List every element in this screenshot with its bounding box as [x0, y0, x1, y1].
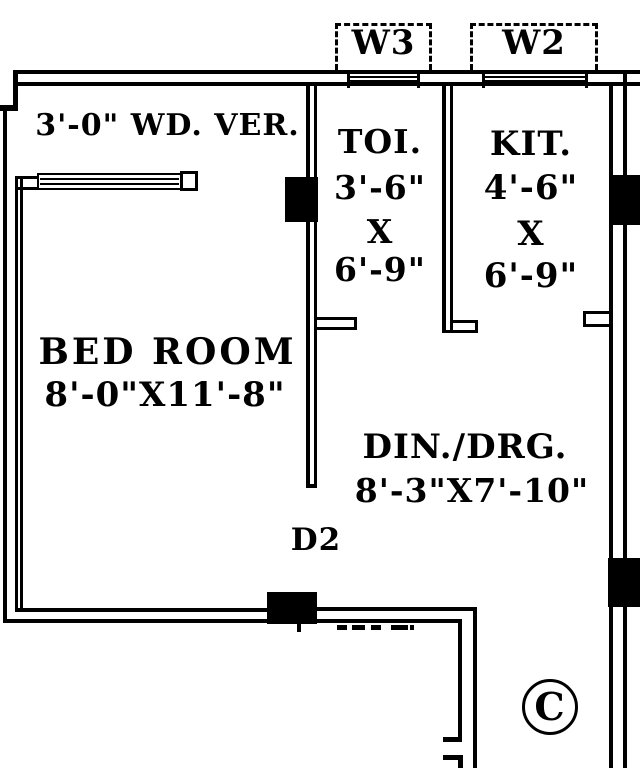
dining-dims: 8'-3"X7'-10": [354, 471, 590, 510]
column-block: [608, 558, 640, 607]
wall-right-stub: [583, 324, 609, 327]
wall-toi-kit-divider: [442, 86, 446, 333]
verandah-railing-line: [40, 183, 179, 185]
kitchen-width: 4'-6": [483, 168, 579, 208]
toilet-width: 3'-6": [334, 168, 426, 207]
kitchen-by: X: [517, 214, 545, 254]
dining-name: DIN./DRG.: [362, 427, 568, 467]
wall-passage-inner: [458, 623, 462, 737]
wall-bottom-inner: [317, 607, 477, 611]
window-w2-glass: [482, 75, 588, 78]
wall-right-inner: [609, 83, 613, 768]
clipped-text-dash: [410, 625, 414, 630]
wall-passage-stub: [443, 737, 462, 742]
wall-top-inner: [18, 82, 640, 86]
wall-bedroom-left: [15, 176, 18, 612]
window-w3-label: W3: [351, 23, 416, 63]
wall-bottom-inner: [15, 608, 267, 612]
verandah-railing: [37, 173, 182, 190]
toilet-name: TOI.: [337, 122, 423, 161]
window-w2-jamb: [585, 70, 588, 88]
window-w3-glass: [347, 75, 420, 78]
column-block: [285, 177, 318, 222]
window-w2-label: W2: [502, 23, 566, 63]
wall-passage-outer: [473, 607, 477, 768]
wall-kitchen-stub: [445, 330, 478, 333]
clipped-text-dash: [371, 625, 381, 630]
wall-bedroom-left: [20, 176, 23, 612]
wall-left-corner: [13, 70, 18, 108]
toilet-by: X: [366, 212, 394, 251]
wall-toilet-stub: [317, 327, 357, 330]
wall-top-outer: [13, 70, 640, 74]
verandah-railing-post: [180, 171, 198, 191]
wall-passage-inner: [458, 755, 463, 768]
wall-toilet-stub-cap: [354, 317, 357, 330]
wall-bottom-outer: [317, 619, 462, 623]
door-d2-label: D2: [290, 522, 342, 558]
wall-bottom-outer: [3, 619, 267, 623]
wall-central: [313, 86, 317, 488]
wall-kitchen-stub-cap: [475, 320, 478, 333]
wall-right-outer: [623, 70, 627, 768]
railing-stub: [15, 187, 39, 190]
clipped-text-dash: [391, 625, 408, 630]
section-marker-circle: C: [522, 679, 578, 735]
railing-stub: [15, 176, 39, 179]
column-block: [267, 592, 317, 624]
wall-toi-kit-divider: [449, 86, 453, 333]
wall-right-stub-cap: [583, 311, 586, 327]
verandah-railing-line: [40, 178, 179, 180]
wall-right-stub: [583, 311, 609, 314]
kitchen-name: KIT.: [489, 124, 573, 164]
clipped-text-dash: [337, 625, 347, 630]
wall-tick: [297, 624, 301, 632]
wall-toilet-stub: [317, 317, 357, 320]
window-w3-jamb: [417, 70, 420, 88]
wall-central-endcap: [306, 484, 317, 488]
window-w2-jamb: [482, 70, 485, 88]
section-marker-label: C: [534, 684, 566, 730]
bedroom-name: BED ROOM: [38, 331, 297, 373]
verandah-label: 3'-0" WD. VER.: [35, 108, 300, 143]
window-w3-jamb: [347, 70, 350, 88]
kitchen-length: 6'-9": [483, 256, 579, 296]
window-w2-glass: [482, 79, 588, 82]
wall-passage-stub: [443, 755, 463, 760]
window-w2-tag-box: [470, 23, 598, 70]
window-w3-glass: [347, 79, 420, 82]
wall-central: [306, 86, 310, 488]
column-block: [610, 175, 640, 225]
toilet-length: 6'-9": [334, 250, 426, 289]
wall-kitchen-stub: [453, 320, 478, 323]
window-w3-tag-box: [335, 23, 432, 70]
wall-left-outer: [3, 105, 7, 623]
clipped-text-dash: [352, 625, 365, 630]
wall-left-jog: [0, 105, 18, 111]
bedroom-dims: 8'-0"X11'-8": [44, 375, 286, 415]
